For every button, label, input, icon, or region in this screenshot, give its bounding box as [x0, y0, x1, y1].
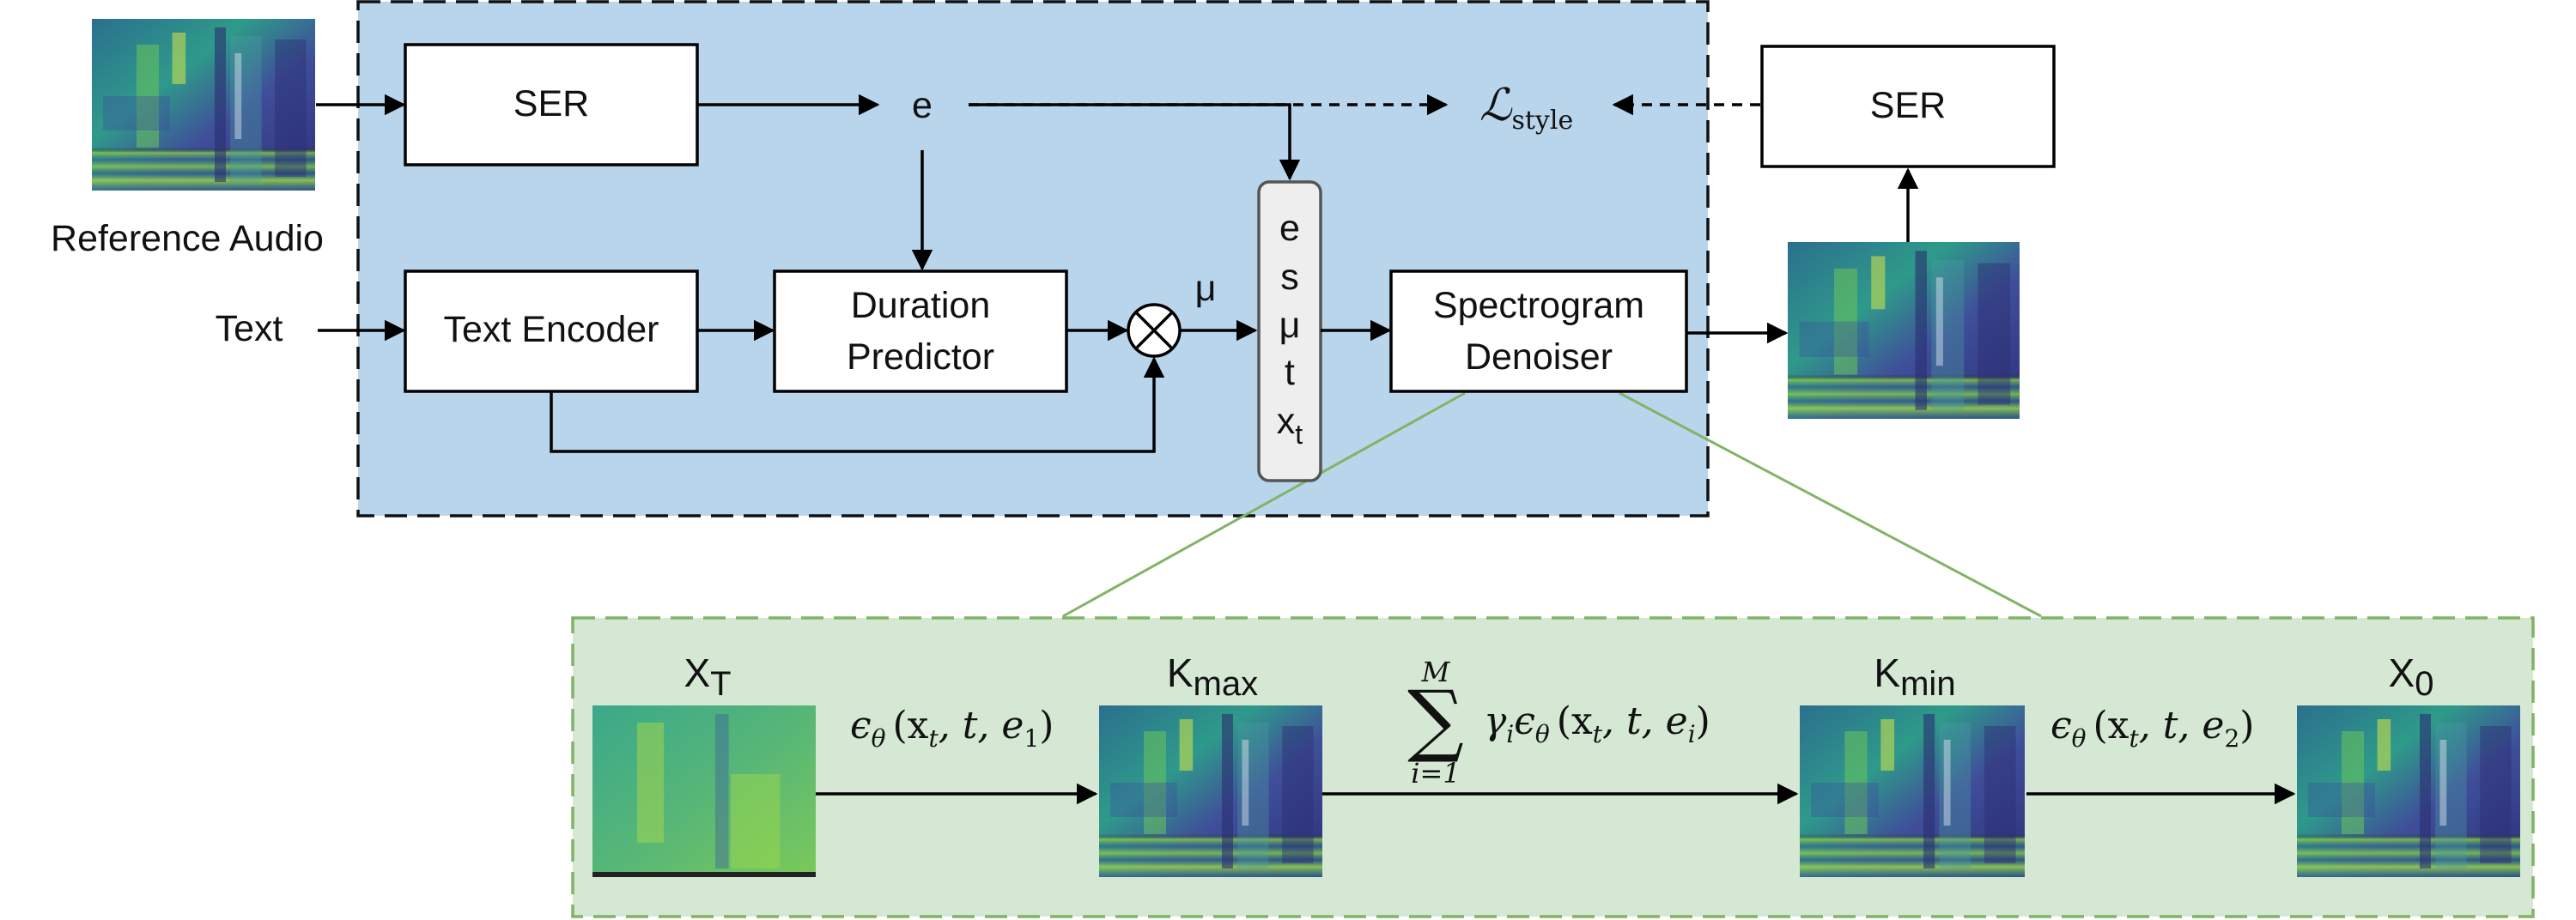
stack-item-2: μ	[1279, 305, 1301, 346]
equation-step-3: ϵθ(xt, t, e2)	[2050, 704, 2254, 753]
text-input-label: Text	[216, 308, 283, 349]
spectrogram-x0	[2297, 705, 2520, 877]
sampling-panel	[571, 616, 2535, 918]
arrow-encoder-skip-to-multiply	[550, 356, 1165, 453]
mu-label: μ	[1195, 268, 1217, 309]
stack-item-3: t	[1285, 352, 1295, 393]
style-loss-subscript: style	[1511, 106, 1573, 136]
equation-sum-upper: M	[1421, 656, 1451, 688]
ser-left-label: SER	[513, 83, 589, 124]
spectrogram-xt-noisy	[592, 705, 816, 877]
ser-block-left	[404, 43, 699, 166]
arrow-e-to-stack	[969, 103, 1301, 181]
multiply-operator	[1127, 303, 1182, 358]
style-loss: ℒstyle	[1479, 80, 1573, 136]
equation-step-2: γiϵθ(xt, t, ei)	[1484, 699, 1710, 748]
denoiser-label-1: Spectrogram	[1433, 285, 1644, 326]
stack-xt-sub: t	[1295, 419, 1303, 450]
ser-block-right	[1760, 45, 2056, 168]
duration-predictor-block	[773, 269, 1068, 393]
denoiser-label-2: Denoiser	[1465, 336, 1613, 378]
emotion-embedding-e: e	[912, 85, 933, 126]
reference-audio-label: Reference Audio	[51, 218, 324, 259]
stack-xt-base: x	[1277, 401, 1296, 442]
stack-item-1: s	[1280, 257, 1299, 298]
stage-label-kmin: Kmin	[1874, 651, 1955, 703]
stage-label-xT: XT	[683, 651, 731, 703]
equation-sum-sign: ∑	[1407, 674, 1464, 766]
spectrogram-kmax	[1099, 705, 1322, 877]
style-loss-symbol: ℒ	[1479, 80, 1513, 131]
spectrogram-kmin	[1800, 705, 2025, 877]
zoom-line-left	[1062, 391, 1466, 618]
stack-item-xt: xt	[1277, 401, 1303, 450]
zoom-line-right	[1619, 391, 2042, 618]
spectrogram-denoiser-block	[1389, 269, 1688, 393]
reference-audio-spectrogram	[92, 19, 315, 191]
duration-predictor-label-1: Duration	[851, 285, 991, 326]
text-encoder-label: Text Encoder	[444, 309, 659, 350]
equation-sum-lower: i=1	[1411, 757, 1460, 790]
stack-item-0: e	[1279, 208, 1300, 249]
duration-predictor-label-2: Predictor	[847, 336, 994, 378]
equation-step-1: ϵθ(xt, t, e1)	[850, 704, 1054, 753]
stage-label-x0: X0	[2389, 651, 2434, 703]
stage-label-kmax: Kmax	[1167, 651, 1258, 703]
output-spectrogram	[1788, 242, 2020, 419]
text-encoder-block	[404, 269, 699, 393]
ser-right-label: SER	[1870, 85, 1946, 126]
